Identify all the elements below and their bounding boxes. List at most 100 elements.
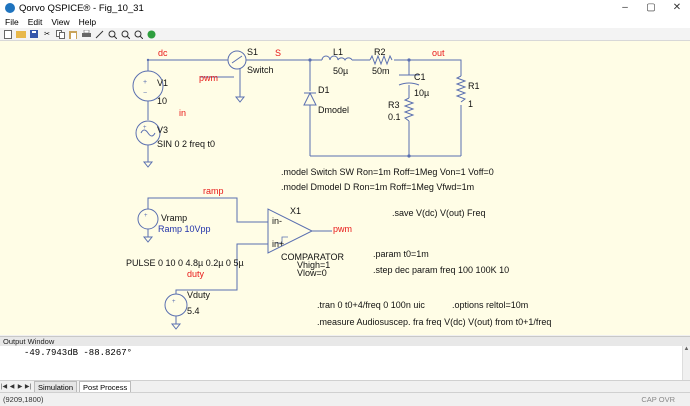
x1-pin-in-minus: in- bbox=[272, 216, 282, 226]
directive-tran: .tran 0 t0+4/freq 0 100n uic bbox=[317, 300, 425, 310]
vramp-source[interactable]: + bbox=[137, 208, 159, 230]
net-label-ramp: ramp bbox=[203, 186, 224, 196]
net-label-duty: duty bbox=[187, 269, 205, 279]
net-label-pwm: pwm bbox=[199, 73, 218, 83]
output-scrollbar[interactable]: ▲ bbox=[682, 346, 690, 380]
menu-help[interactable]: Help bbox=[78, 17, 97, 27]
directive-options: .options reltol=10m bbox=[452, 300, 528, 310]
net-label-out: out bbox=[432, 48, 445, 58]
directive-param: .param t0=1m bbox=[373, 249, 429, 259]
net-label-in: in bbox=[179, 108, 186, 118]
zoom-fit-icon[interactable] bbox=[133, 30, 143, 39]
s1-model: Switch bbox=[247, 65, 274, 75]
r3-resistor[interactable] bbox=[403, 97, 415, 122]
s1-switch[interactable] bbox=[227, 50, 247, 70]
tab-post-process[interactable]: Post Process bbox=[79, 381, 132, 392]
paste-icon[interactable] bbox=[68, 30, 78, 39]
new-file-icon[interactable] bbox=[3, 29, 13, 39]
r2-value: 50m bbox=[372, 66, 390, 76]
net-label-s: S bbox=[275, 48, 281, 58]
output-window[interactable]: -49.7943dB -88.8267° bbox=[0, 346, 682, 380]
d1-name: D1 bbox=[318, 85, 330, 95]
cut-icon[interactable]: ✂ bbox=[44, 30, 50, 38]
close-button[interactable]: ✕ bbox=[672, 2, 682, 13]
menu-bar: File Edit View Help bbox=[0, 16, 690, 28]
svg-text:+: + bbox=[143, 79, 147, 86]
svg-text:+: + bbox=[172, 299, 176, 305]
r1-resistor[interactable] bbox=[455, 75, 467, 103]
x1-type: COMPARATOR bbox=[281, 252, 345, 262]
vduty-source[interactable]: + bbox=[164, 293, 188, 317]
zoom-in-icon[interactable] bbox=[107, 30, 117, 39]
directive-model-diode: .model Dmodel D Ron=1m Roff=1Meg Vfwd=1m bbox=[281, 182, 474, 192]
v3-sine-source[interactable]: + bbox=[135, 120, 161, 146]
x1-name: X1 bbox=[290, 206, 301, 216]
tab-prev-icon[interactable]: ◀ bbox=[9, 384, 15, 390]
status-coordinates: (9209,1800) bbox=[3, 395, 44, 404]
l1-name: L1 bbox=[333, 47, 343, 57]
tab-bar: |◀ ◀ ▶ ▶| Simulation Post Process bbox=[0, 380, 690, 392]
maximize-button[interactable]: ▢ bbox=[646, 2, 656, 13]
schematic-canvas[interactable]: + − + + + bbox=[0, 41, 690, 335]
directive-save: .save V(dc) V(out) Freq bbox=[392, 208, 486, 218]
net-label-pwm-output: pwm bbox=[333, 224, 352, 234]
status-bar: (9209,1800) CAP OVR bbox=[0, 392, 690, 406]
junction-dots bbox=[146, 58, 411, 158]
v1-source[interactable]: + − bbox=[132, 70, 164, 102]
svg-text:+: + bbox=[143, 125, 147, 131]
copy-icon[interactable] bbox=[55, 29, 65, 39]
directive-step: .step dec param freq 100 100K 10 bbox=[373, 265, 509, 275]
status-indicators: CAP OVR bbox=[641, 395, 675, 404]
vduty-name: Vduty bbox=[187, 290, 211, 300]
menu-view[interactable]: View bbox=[51, 17, 70, 27]
v1-name: V1 bbox=[157, 78, 168, 88]
tab-simulation[interactable]: Simulation bbox=[34, 381, 78, 392]
x1-comparator[interactable] bbox=[267, 208, 314, 254]
s1-name: S1 bbox=[247, 47, 258, 57]
directive-measure: .measure Audiosuscep. fra freq V(dc) V(o… bbox=[317, 317, 551, 327]
d1-model: Dmodel bbox=[318, 105, 349, 115]
window-title: Qorvo QSPICE® - Fig_10_31 bbox=[19, 2, 144, 14]
menu-file[interactable]: File bbox=[5, 17, 19, 27]
v1-value: 10 bbox=[157, 96, 167, 106]
wire-tool-icon[interactable] bbox=[94, 30, 104, 39]
r1-value: 1 bbox=[468, 99, 473, 109]
ground-symbols bbox=[142, 96, 246, 330]
svg-text:−: − bbox=[143, 90, 147, 97]
c1-value: 10µ bbox=[414, 88, 429, 98]
output-result-line: -49.7943dB -88.8267° bbox=[24, 348, 133, 358]
save-icon[interactable] bbox=[29, 30, 39, 39]
l1-value: 50µ bbox=[333, 66, 348, 76]
r2-resistor[interactable] bbox=[369, 54, 393, 66]
d1-diode[interactable] bbox=[303, 91, 317, 106]
title-bar: Qorvo QSPICE® - Fig_10_31 – ▢ ✕ bbox=[0, 0, 690, 16]
open-folder-icon[interactable] bbox=[16, 30, 26, 39]
directive-model-switch: .model Switch SW Ron=1m Roff=1Meg Von=1 … bbox=[281, 167, 494, 177]
vramp-value: Ramp 10Vpp bbox=[158, 224, 211, 234]
menu-edit[interactable]: Edit bbox=[27, 17, 43, 27]
tab-first-icon[interactable]: |◀ bbox=[0, 384, 8, 390]
r2-name: R2 bbox=[374, 47, 386, 57]
v3-value: SIN 0 2 freq t0 bbox=[157, 139, 215, 149]
vduty-value: 5.4 bbox=[187, 306, 200, 316]
r3-value: 0.1 bbox=[388, 112, 401, 122]
c1-capacitor[interactable] bbox=[398, 74, 420, 86]
output-window-title: Output Window bbox=[0, 336, 690, 346]
x1-vhigh: Vhigh=1 bbox=[297, 260, 330, 270]
zoom-out-icon[interactable] bbox=[120, 30, 130, 39]
minimize-button[interactable]: – bbox=[622, 2, 628, 13]
tab-last-icon[interactable]: ▶| bbox=[24, 384, 32, 390]
print-icon[interactable] bbox=[81, 30, 91, 39]
toolbar: ✂ bbox=[0, 28, 690, 41]
net-label-dc: dc bbox=[158, 48, 168, 58]
wires bbox=[147, 59, 462, 324]
tab-next-icon[interactable]: ▶ bbox=[17, 384, 23, 390]
schematic-drawing: + − + + + bbox=[126, 47, 551, 330]
l1-inductor[interactable] bbox=[321, 55, 353, 62]
c1-name: C1 bbox=[414, 72, 426, 82]
run-simulation-icon[interactable] bbox=[146, 30, 156, 39]
qorvo-app-icon bbox=[5, 3, 15, 13]
r1-name: R1 bbox=[468, 81, 480, 91]
svg-text:+: + bbox=[144, 213, 148, 219]
